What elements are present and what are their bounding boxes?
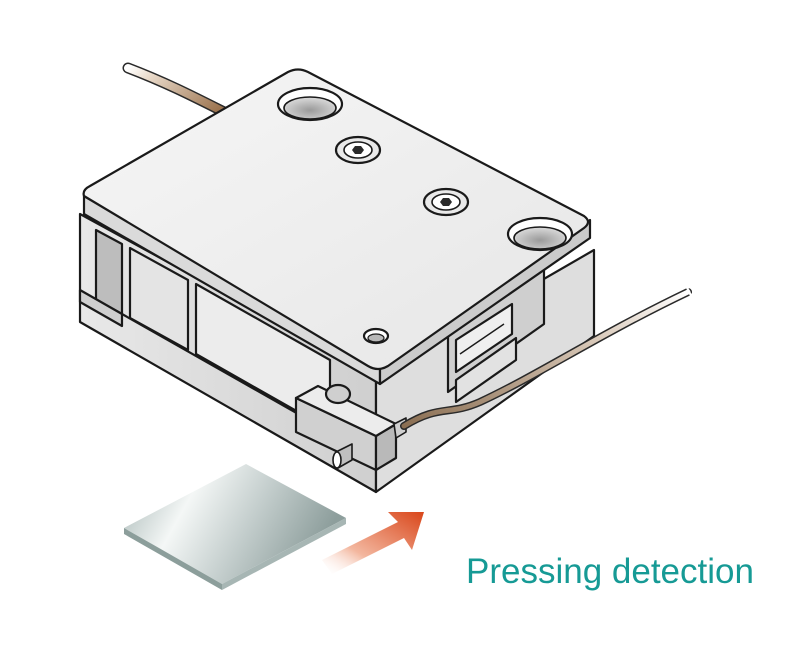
push-arrow-icon — [322, 512, 424, 574]
sensor-fixture-icon — [78, 68, 596, 494]
caption-pressing-detection: Pressing detection — [466, 552, 754, 591]
workpiece-plate-icon — [124, 464, 346, 590]
